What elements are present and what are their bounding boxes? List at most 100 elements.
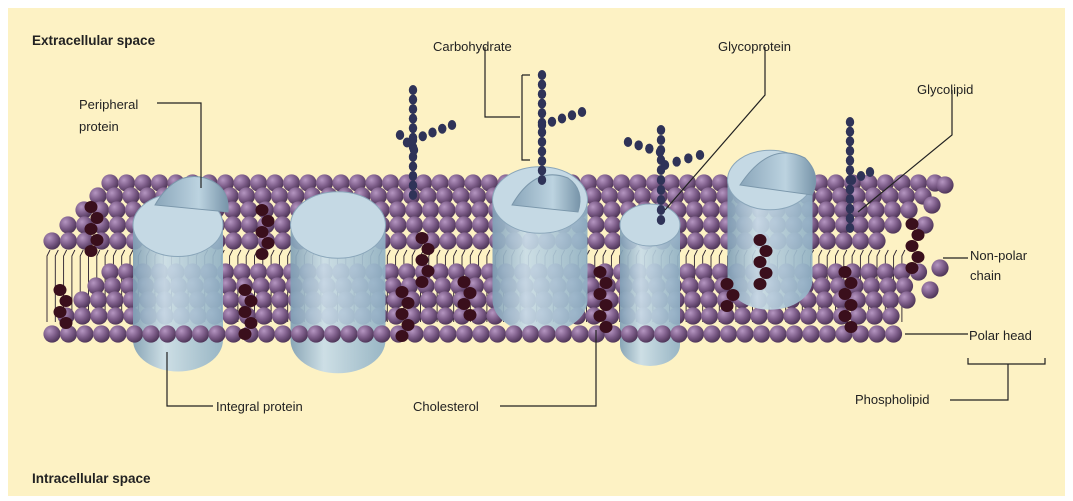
phospholipid-head: [423, 325, 440, 342]
integral-protein-top: [620, 204, 680, 246]
phospholipid-head: [437, 307, 454, 324]
carbohydrate-bead: [538, 89, 546, 99]
peripheral-protein-label-1: Peripheral: [79, 97, 138, 113]
phospholipid-head: [588, 232, 605, 249]
cholesterol-unit: [54, 306, 67, 318]
phospholipid-head: [734, 307, 751, 324]
cholesterol-unit: [594, 310, 607, 322]
carbohydrate-bead: [403, 138, 411, 148]
phospholipid-head: [703, 325, 720, 342]
cholesterol-unit: [402, 319, 415, 331]
cholesterol-unit: [239, 284, 252, 296]
carbohydrate-bead: [657, 125, 665, 135]
phospholipid-head: [472, 232, 489, 249]
carbohydrate-bead: [624, 137, 632, 147]
cholesterol-unit: [754, 278, 767, 290]
phospholipid-head: [108, 201, 125, 218]
carbohydrate-bead: [448, 120, 456, 130]
carbohydrate-bead: [438, 124, 446, 134]
phospholipid-head: [931, 259, 948, 276]
carbohydrate-bead: [538, 80, 546, 90]
phospholipid-head: [390, 232, 407, 249]
carbohydrate-bead: [548, 117, 556, 127]
phospholipid-head: [816, 307, 833, 324]
cholesterol-unit: [600, 321, 613, 333]
phospholipid-head: [455, 201, 472, 218]
phospholipid-head: [736, 325, 753, 342]
extracellular-label: Extracellular space: [32, 33, 155, 49]
phospholipid-head: [241, 232, 258, 249]
cholesterol-unit: [464, 287, 477, 299]
phospholipid-head: [456, 232, 473, 249]
phospholipid-head: [604, 216, 621, 233]
carbohydrate-bead: [538, 156, 546, 166]
phospholipid-head: [703, 232, 720, 249]
phospholipid-head: [93, 325, 110, 342]
phospholipid-head: [357, 325, 374, 342]
carbohydrate-bead: [538, 70, 546, 80]
phospholipid-head: [109, 232, 126, 249]
phospholipid-head: [555, 325, 572, 342]
cholesterol-unit: [754, 234, 767, 246]
carbohydrate-bead: [409, 190, 417, 200]
phospholipid-head: [720, 325, 737, 342]
phospholipid-head: [389, 201, 406, 218]
phospholipid-head: [73, 291, 90, 308]
phospholipid-head: [868, 325, 885, 342]
carbohydrate-bead: [538, 165, 546, 175]
nonpolar-chain-label-2: chain: [970, 268, 1001, 284]
phospholipid-head: [159, 325, 176, 342]
cholesterol-unit: [912, 229, 925, 241]
phospholipid-label: Phospholipid: [855, 392, 929, 408]
cholesterol-unit: [91, 234, 104, 246]
cholesterol-unit: [239, 328, 252, 340]
carbohydrate-bead: [634, 140, 642, 150]
cholesterol-unit: [458, 298, 471, 310]
cholesterol-unit: [422, 243, 435, 255]
phospholipid-head: [868, 232, 885, 249]
phospholipid-head: [420, 291, 437, 308]
carbohydrate-bead: [657, 195, 665, 205]
cholesterol-unit: [464, 309, 477, 321]
phospholipid-head: [884, 216, 901, 233]
phospholipid-head: [60, 232, 77, 249]
cholesterol-unit: [839, 266, 852, 278]
carbohydrate-bead: [846, 127, 854, 137]
phospholipid-head: [818, 216, 835, 233]
phospholipid-head: [43, 232, 60, 249]
carbohydrate-bead: [645, 144, 653, 154]
phospholipid-head: [835, 232, 852, 249]
phospholipid-head: [373, 325, 390, 342]
carbohydrate-bead: [538, 146, 546, 156]
cholesterol-unit: [906, 218, 919, 230]
phospholipid-head: [439, 232, 456, 249]
carbohydrate-bead: [538, 99, 546, 109]
phospholipid-head: [818, 201, 835, 218]
carbohydrate-bead: [409, 161, 417, 171]
cholesterol-unit: [422, 265, 435, 277]
phospholipid-head: [783, 307, 800, 324]
carbohydrate-bead: [846, 165, 854, 175]
phospholipid-head: [923, 196, 940, 213]
cholesterol-unit: [262, 237, 275, 249]
cholesterol-unit: [721, 278, 734, 290]
phospholipid-head: [868, 216, 885, 233]
leader-line: [950, 358, 1045, 400]
phospholipid-head: [750, 307, 767, 324]
phospholipid-head: [604, 232, 621, 249]
cholesterol-unit: [85, 245, 98, 257]
cholesterol-unit: [600, 299, 613, 311]
cholesterol-unit: [85, 223, 98, 235]
leader-line: [485, 47, 520, 117]
phospholipid-head: [406, 216, 423, 233]
phospholipid-head: [471, 201, 488, 218]
phospholipid-head: [274, 232, 291, 249]
phospholipid-head: [225, 232, 242, 249]
carbohydrate-bead: [846, 184, 854, 194]
phospholipid-head: [90, 291, 107, 308]
phospholipid-head: [90, 307, 107, 324]
carbohydrate-bead: [428, 128, 436, 138]
carbohydrate-bead: [578, 107, 586, 117]
phospholipid-head: [852, 232, 869, 249]
phospholipid-head: [142, 325, 159, 342]
